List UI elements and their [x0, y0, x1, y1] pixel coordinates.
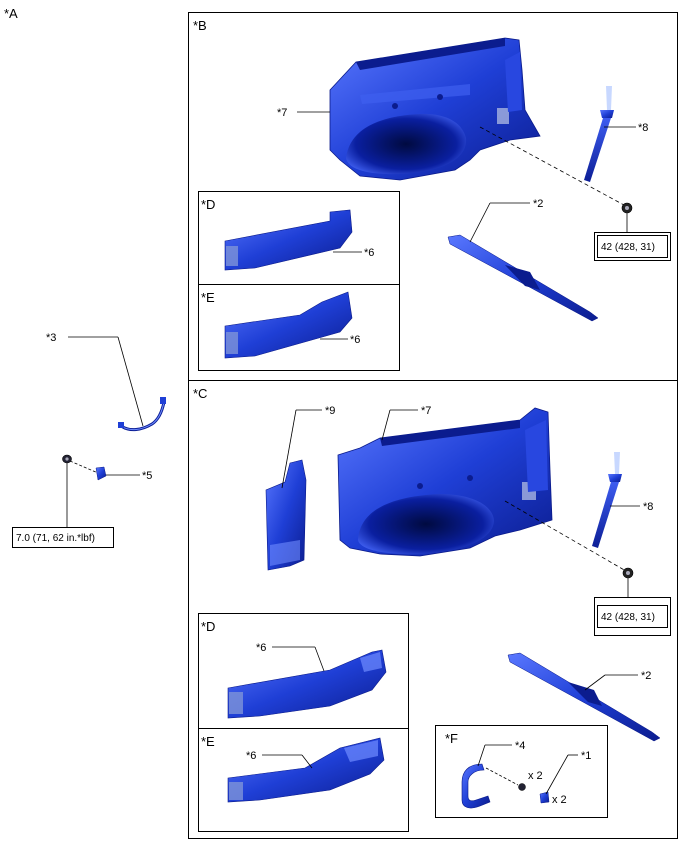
label-a: *A — [4, 6, 18, 21]
callout-1: *1 — [581, 750, 591, 762]
callout-9: *9 — [325, 405, 335, 417]
callout-3: *3 — [46, 332, 56, 344]
leader-6-e-bottom2 — [301, 754, 313, 769]
part-7-quarter-trim-b — [329, 37, 541, 181]
part-1-clip — [539, 791, 550, 804]
torque-text-a: 7.0 (71, 62 in.*lbf) — [16, 533, 95, 544]
callout-8-b: *8 — [638, 122, 648, 134]
part-3-cable — [118, 397, 166, 432]
callout-2-c: *2 — [641, 670, 651, 682]
frame-e-bottom — [198, 728, 409, 832]
torque-box-b-inner — [597, 235, 668, 258]
part-5-clip — [62, 454, 107, 481]
part-8-strip-b — [584, 86, 614, 182]
torque-box-c — [594, 597, 671, 636]
leader-6-d-bottom2 — [314, 646, 325, 672]
leader-1b — [545, 754, 569, 795]
part-4-assist-grip — [461, 763, 526, 809]
label-d-top: *D — [201, 197, 215, 212]
nut-c — [622, 567, 634, 579]
callout-6-d-bottom: *6 — [256, 642, 266, 654]
label-c: *C — [193, 386, 207, 401]
leader-4b — [477, 744, 486, 767]
frame-e-top — [198, 284, 400, 371]
leader-7-c2 — [381, 409, 391, 441]
part-2-rail-c — [507, 652, 661, 742]
callout-6-e-bottom: *6 — [246, 750, 256, 762]
label-d-bottom: *D — [201, 619, 215, 634]
part-6-e-bottom — [227, 737, 385, 803]
callout-6-d-top: *6 — [364, 247, 374, 259]
leader-2-c2 — [584, 674, 606, 691]
part-6-d-top — [224, 209, 353, 271]
label-b: *B — [193, 18, 207, 33]
part-6-e-top — [224, 291, 353, 359]
callout-7-b: *7 — [277, 107, 287, 119]
part-7-quarter-trim-c — [337, 407, 553, 557]
dash-c — [504, 500, 627, 572]
callout-7-c: *7 — [421, 405, 431, 417]
dash-b — [479, 126, 625, 206]
leader-3b — [117, 336, 144, 427]
qty-4: x 2 — [528, 770, 543, 782]
frame-c — [188, 380, 678, 839]
part-8-strip-c — [592, 452, 622, 548]
part-9-pillar — [265, 459, 307, 571]
callout-6-e-top: *6 — [350, 334, 360, 346]
callout-4: *4 — [515, 740, 525, 752]
torque-box-a — [12, 527, 114, 548]
leader-9b — [281, 409, 297, 489]
label-f: *F — [445, 731, 458, 746]
torque-text-b: 42 (428, 31) — [601, 242, 655, 253]
part-6-d-bottom — [227, 649, 387, 719]
frame-f — [435, 725, 608, 818]
torque-box-b — [594, 232, 671, 261]
callout-8-c: *8 — [643, 501, 653, 513]
label-e-bottom: *E — [201, 734, 215, 749]
label-e-top: *E — [201, 290, 215, 305]
part-2-rail-b — [447, 234, 599, 322]
leader-2-b2 — [469, 202, 491, 243]
callout-2-b: *2 — [533, 198, 543, 210]
torque-box-c-inner — [597, 605, 668, 628]
callout-5: *5 — [142, 470, 152, 482]
torque-text-c: 42 (428, 31) — [601, 612, 655, 623]
qty-1: x 2 — [552, 794, 567, 806]
nut-b — [621, 202, 633, 214]
